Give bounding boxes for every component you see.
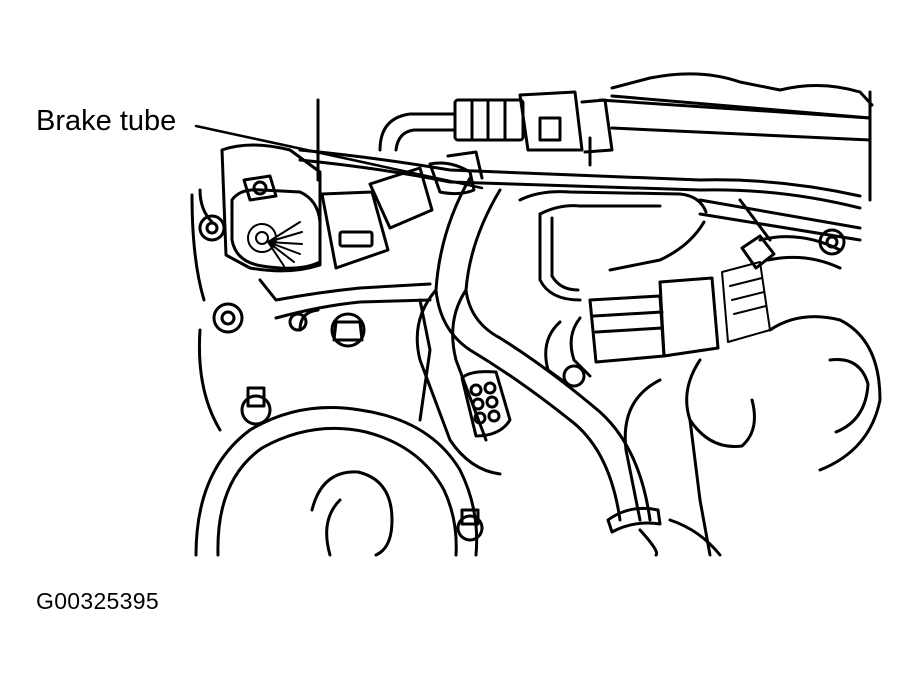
bolt <box>198 214 226 242</box>
fuel-rail-pipe <box>378 90 872 167</box>
engine-block-edges <box>190 193 772 422</box>
connector-block <box>320 150 484 270</box>
brake-tube-label: Brake tube <box>36 105 177 137</box>
bolt <box>240 386 272 426</box>
bolt <box>330 312 366 348</box>
sensor-fan-detail <box>247 221 303 267</box>
pulley-housing <box>194 328 479 557</box>
throttle-body <box>198 143 322 273</box>
upper-body-outline <box>316 72 874 202</box>
brake-tube-line <box>298 148 862 210</box>
electrical-connector <box>588 261 771 364</box>
callout-leader-line <box>194 124 484 190</box>
intake-bracket <box>274 282 432 332</box>
hose-clamp <box>606 506 722 557</box>
right-manifold <box>623 315 882 557</box>
figure-code: G00325395 <box>36 588 159 614</box>
terminal-plug <box>460 370 512 438</box>
bolt <box>456 508 484 542</box>
small-hose <box>544 316 592 388</box>
large-coolant-hose <box>415 176 652 522</box>
bolt <box>212 302 244 334</box>
vacuum-hoses <box>518 190 862 302</box>
